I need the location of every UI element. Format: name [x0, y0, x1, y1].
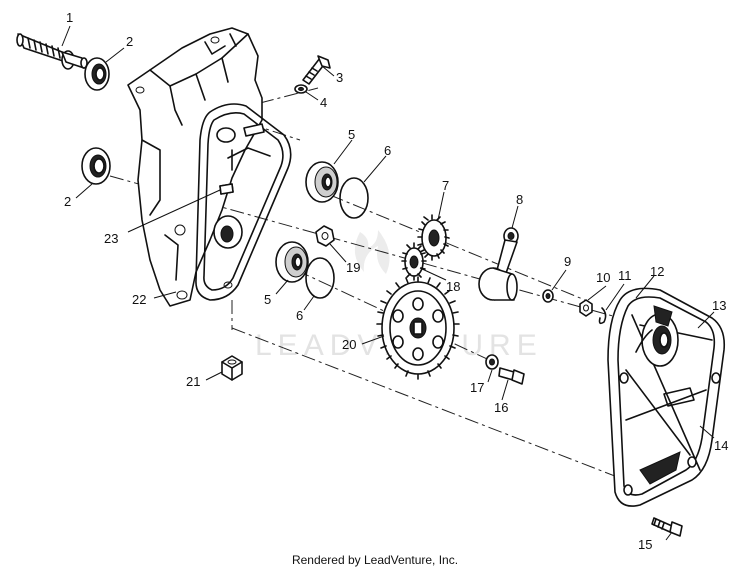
sprocket-part-18 [401, 242, 427, 281]
shaft-part-1 [16, 33, 88, 70]
nut-part-21 [221, 355, 243, 381]
clip-part-11 [598, 307, 607, 325]
leader-lines [61, 25, 715, 541]
washer-part-4 [294, 84, 308, 94]
bearing-part-5-upper [305, 161, 339, 203]
label-part-7: 7 [442, 178, 449, 193]
label-part-1: 1 [66, 10, 73, 25]
label-part-12: 12 [650, 264, 664, 279]
sprocket-part-20 [376, 276, 460, 380]
label-part-10: 10 [596, 270, 610, 285]
bolt-part-3 [302, 55, 331, 85]
label-part-13: 13 [712, 298, 726, 313]
label-part-5-upper: 5 [348, 127, 355, 142]
label-part-2-upper: 2 [126, 34, 133, 49]
label-part-14: 14 [714, 438, 728, 453]
label-part-22: 22 [132, 292, 146, 307]
label-part-4: 4 [320, 95, 327, 110]
bearing-part-5-lower [275, 241, 309, 283]
washer-part-17 [485, 354, 499, 370]
label-part-20: 20 [342, 337, 356, 352]
tensioner-arm-part-8 [478, 227, 519, 301]
nut-part-10 [579, 299, 593, 317]
label-part-11: 11 [618, 268, 632, 283]
label-part-8: 8 [516, 192, 523, 207]
snap-ring-part-6-lower [305, 257, 335, 299]
washer-part-9 [542, 289, 554, 303]
label-part-21: 21 [186, 374, 200, 389]
chaincase-cover-part-12-13-14 [607, 287, 726, 507]
label-part-19: 19 [346, 260, 360, 275]
footer-credit: Rendered by LeadVenture, Inc. [291, 553, 459, 567]
seal-part-2-lower [81, 147, 111, 185]
label-part-9: 9 [564, 254, 571, 269]
label-part-17: 17 [470, 380, 484, 395]
chaincase-housing-part-22 [127, 27, 292, 307]
seal-part-2-upper [84, 57, 110, 91]
sprocket-part-7 [417, 214, 450, 261]
label-part-15: 15 [638, 537, 652, 552]
bolt-part-16 [498, 367, 525, 385]
label-part-18: 18 [446, 279, 460, 294]
label-part-6-upper: 6 [384, 143, 391, 158]
bolt-part-15 [651, 517, 683, 537]
nut-part-19 [315, 225, 335, 247]
label-part-2-lower: 2 [64, 194, 71, 209]
part-labels: 1 2 2 3 4 5 6 7 8 9 10 11 12 13 14 15 16… [64, 10, 728, 552]
label-part-3: 3 [336, 70, 343, 85]
snap-ring-part-6-upper [339, 177, 369, 219]
label-part-6-lower: 6 [296, 308, 303, 323]
dowel-part-23 [219, 183, 234, 195]
label-part-5-lower: 5 [264, 292, 271, 307]
label-part-16: 16 [494, 400, 508, 415]
label-part-23: 23 [104, 231, 118, 246]
